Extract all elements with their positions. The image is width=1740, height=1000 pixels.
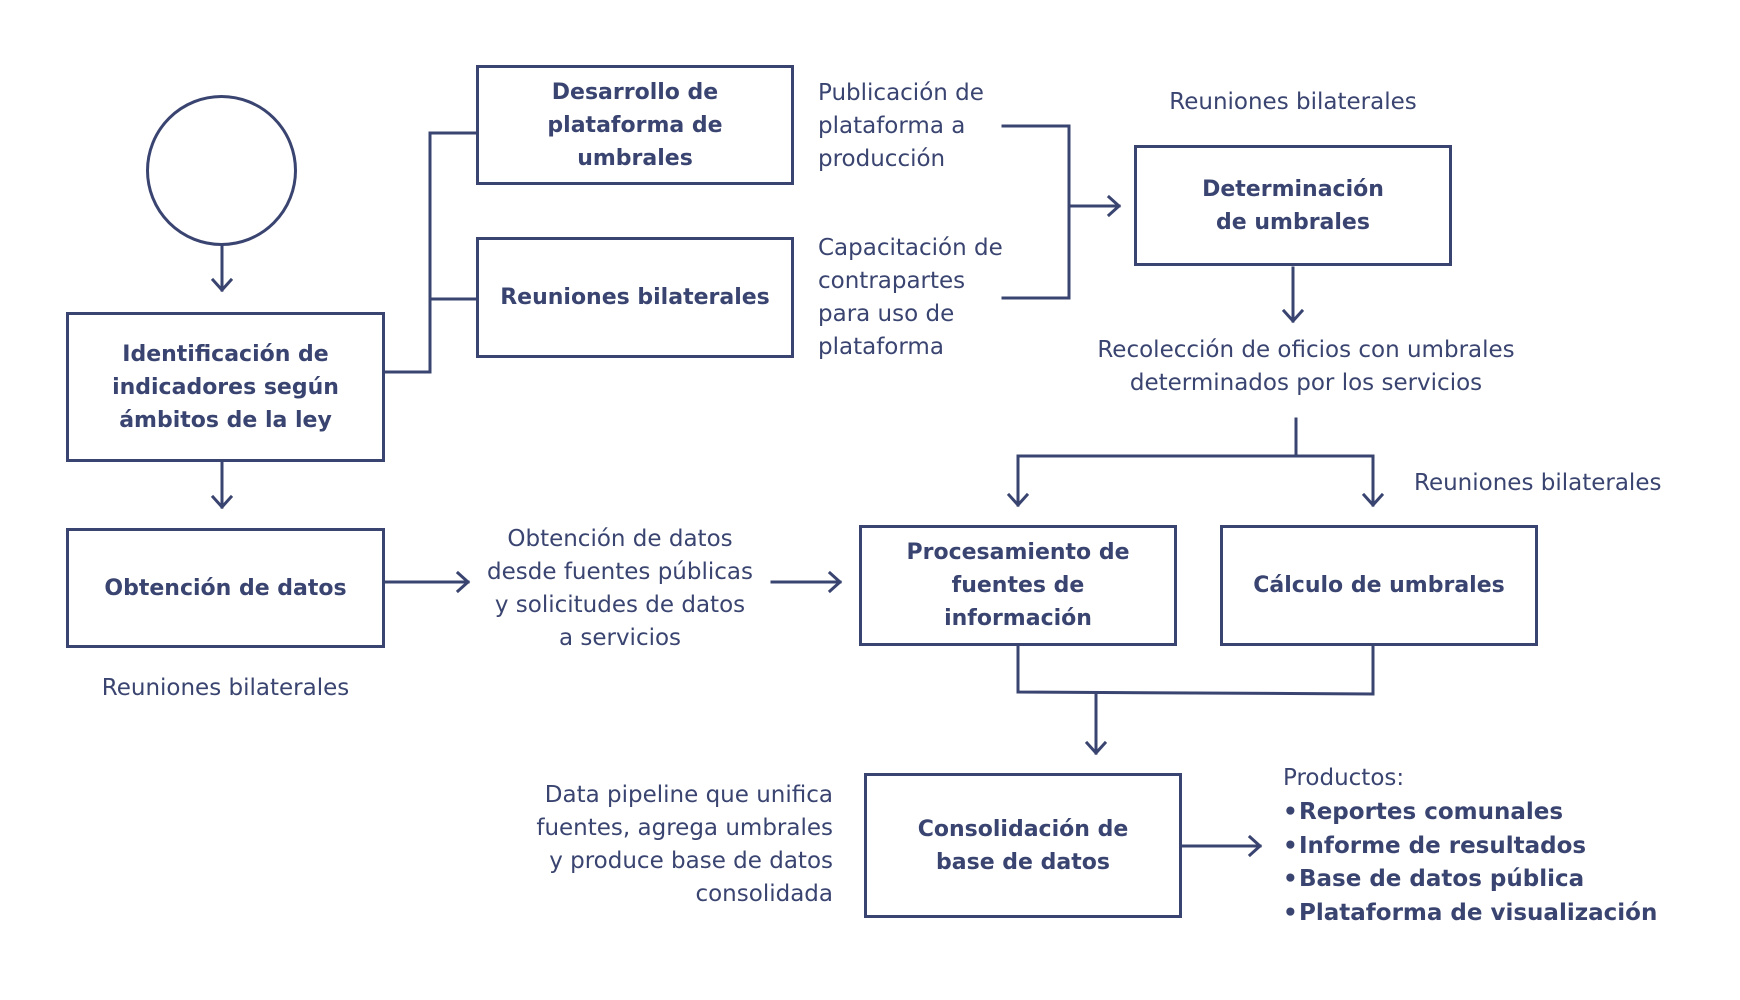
box-determinacion: Determinación de umbrales xyxy=(1134,145,1452,266)
label-recoleccion: Recolección de oficios con umbrales dete… xyxy=(1097,337,1515,396)
box-consolidacion: Consolidación de base de datos xyxy=(864,773,1182,918)
label-reuniones-top: Reuniones bilaterales xyxy=(1169,89,1417,115)
connector-bracket xyxy=(1001,124,1071,300)
label-reuniones-left: Reuniones bilaterales xyxy=(101,675,350,701)
bullet-icon: • xyxy=(1283,899,1298,926)
product-item: •Base de datos pública xyxy=(1283,863,1703,897)
bullet-icon: • xyxy=(1283,832,1298,859)
connector-recoleccion-split xyxy=(1016,417,1298,507)
arrowhead xyxy=(1247,834,1263,858)
label-reuniones-right: Reuniones bilaterales xyxy=(1414,470,1662,496)
bullet-icon: • xyxy=(1283,799,1298,825)
box-obtencion: Obtención de datos xyxy=(66,528,385,648)
product-label: Base de datos pública xyxy=(1299,866,1585,892)
label-obtencion-desc: Obtención de datos desde fuentes pública… xyxy=(487,526,753,651)
connector-merge xyxy=(1016,645,1375,696)
arrowhead xyxy=(1281,308,1305,324)
arrowhead xyxy=(1106,194,1122,218)
products-list: •Reportes comunales •Informe de resultad… xyxy=(1283,796,1703,930)
product-label: Reportes comunales xyxy=(1299,799,1564,825)
arrowhead xyxy=(1006,492,1030,508)
product-label: Informe de resultados xyxy=(1299,832,1587,859)
box-desarrollo: Desarrollo de plataforma de umbrales xyxy=(476,65,794,185)
label-pipeline: Data pipeline que unifica fuentes, agreg… xyxy=(536,782,833,907)
arrowhead xyxy=(210,494,234,510)
products-title: Productos: xyxy=(1283,765,1405,791)
connector-identificacion-branch xyxy=(383,131,482,374)
start-node-circle xyxy=(146,95,297,246)
product-item: •Plataforma de visualización xyxy=(1283,897,1703,931)
box-identificacion: Identificación de indicadores según ámbi… xyxy=(66,312,385,462)
arrowhead xyxy=(1084,740,1108,756)
arrowhead xyxy=(210,277,234,293)
box-procesamiento: Procesamiento de fuentes de información xyxy=(859,525,1177,646)
arrowhead xyxy=(455,570,471,594)
label-capacitacion: Capacitación de contrapartes para uso de… xyxy=(818,235,1003,360)
box-reuniones: Reuniones bilaterales xyxy=(476,237,794,358)
label-publicacion: Publicación de plataforma a producción xyxy=(818,80,984,172)
arrowhead xyxy=(827,570,843,594)
arrowhead xyxy=(1361,492,1385,508)
product-label: Plataforma de visualización xyxy=(1299,899,1658,926)
product-item: •Informe de resultados xyxy=(1283,830,1703,864)
products-section: Productos: •Reportes comunales •Informe … xyxy=(1283,762,1703,930)
bullet-icon: • xyxy=(1283,866,1298,892)
box-calculo: Cálculo de umbrales xyxy=(1220,525,1538,646)
connector-split-right xyxy=(1294,454,1375,507)
product-item: •Reportes comunales xyxy=(1283,796,1703,830)
